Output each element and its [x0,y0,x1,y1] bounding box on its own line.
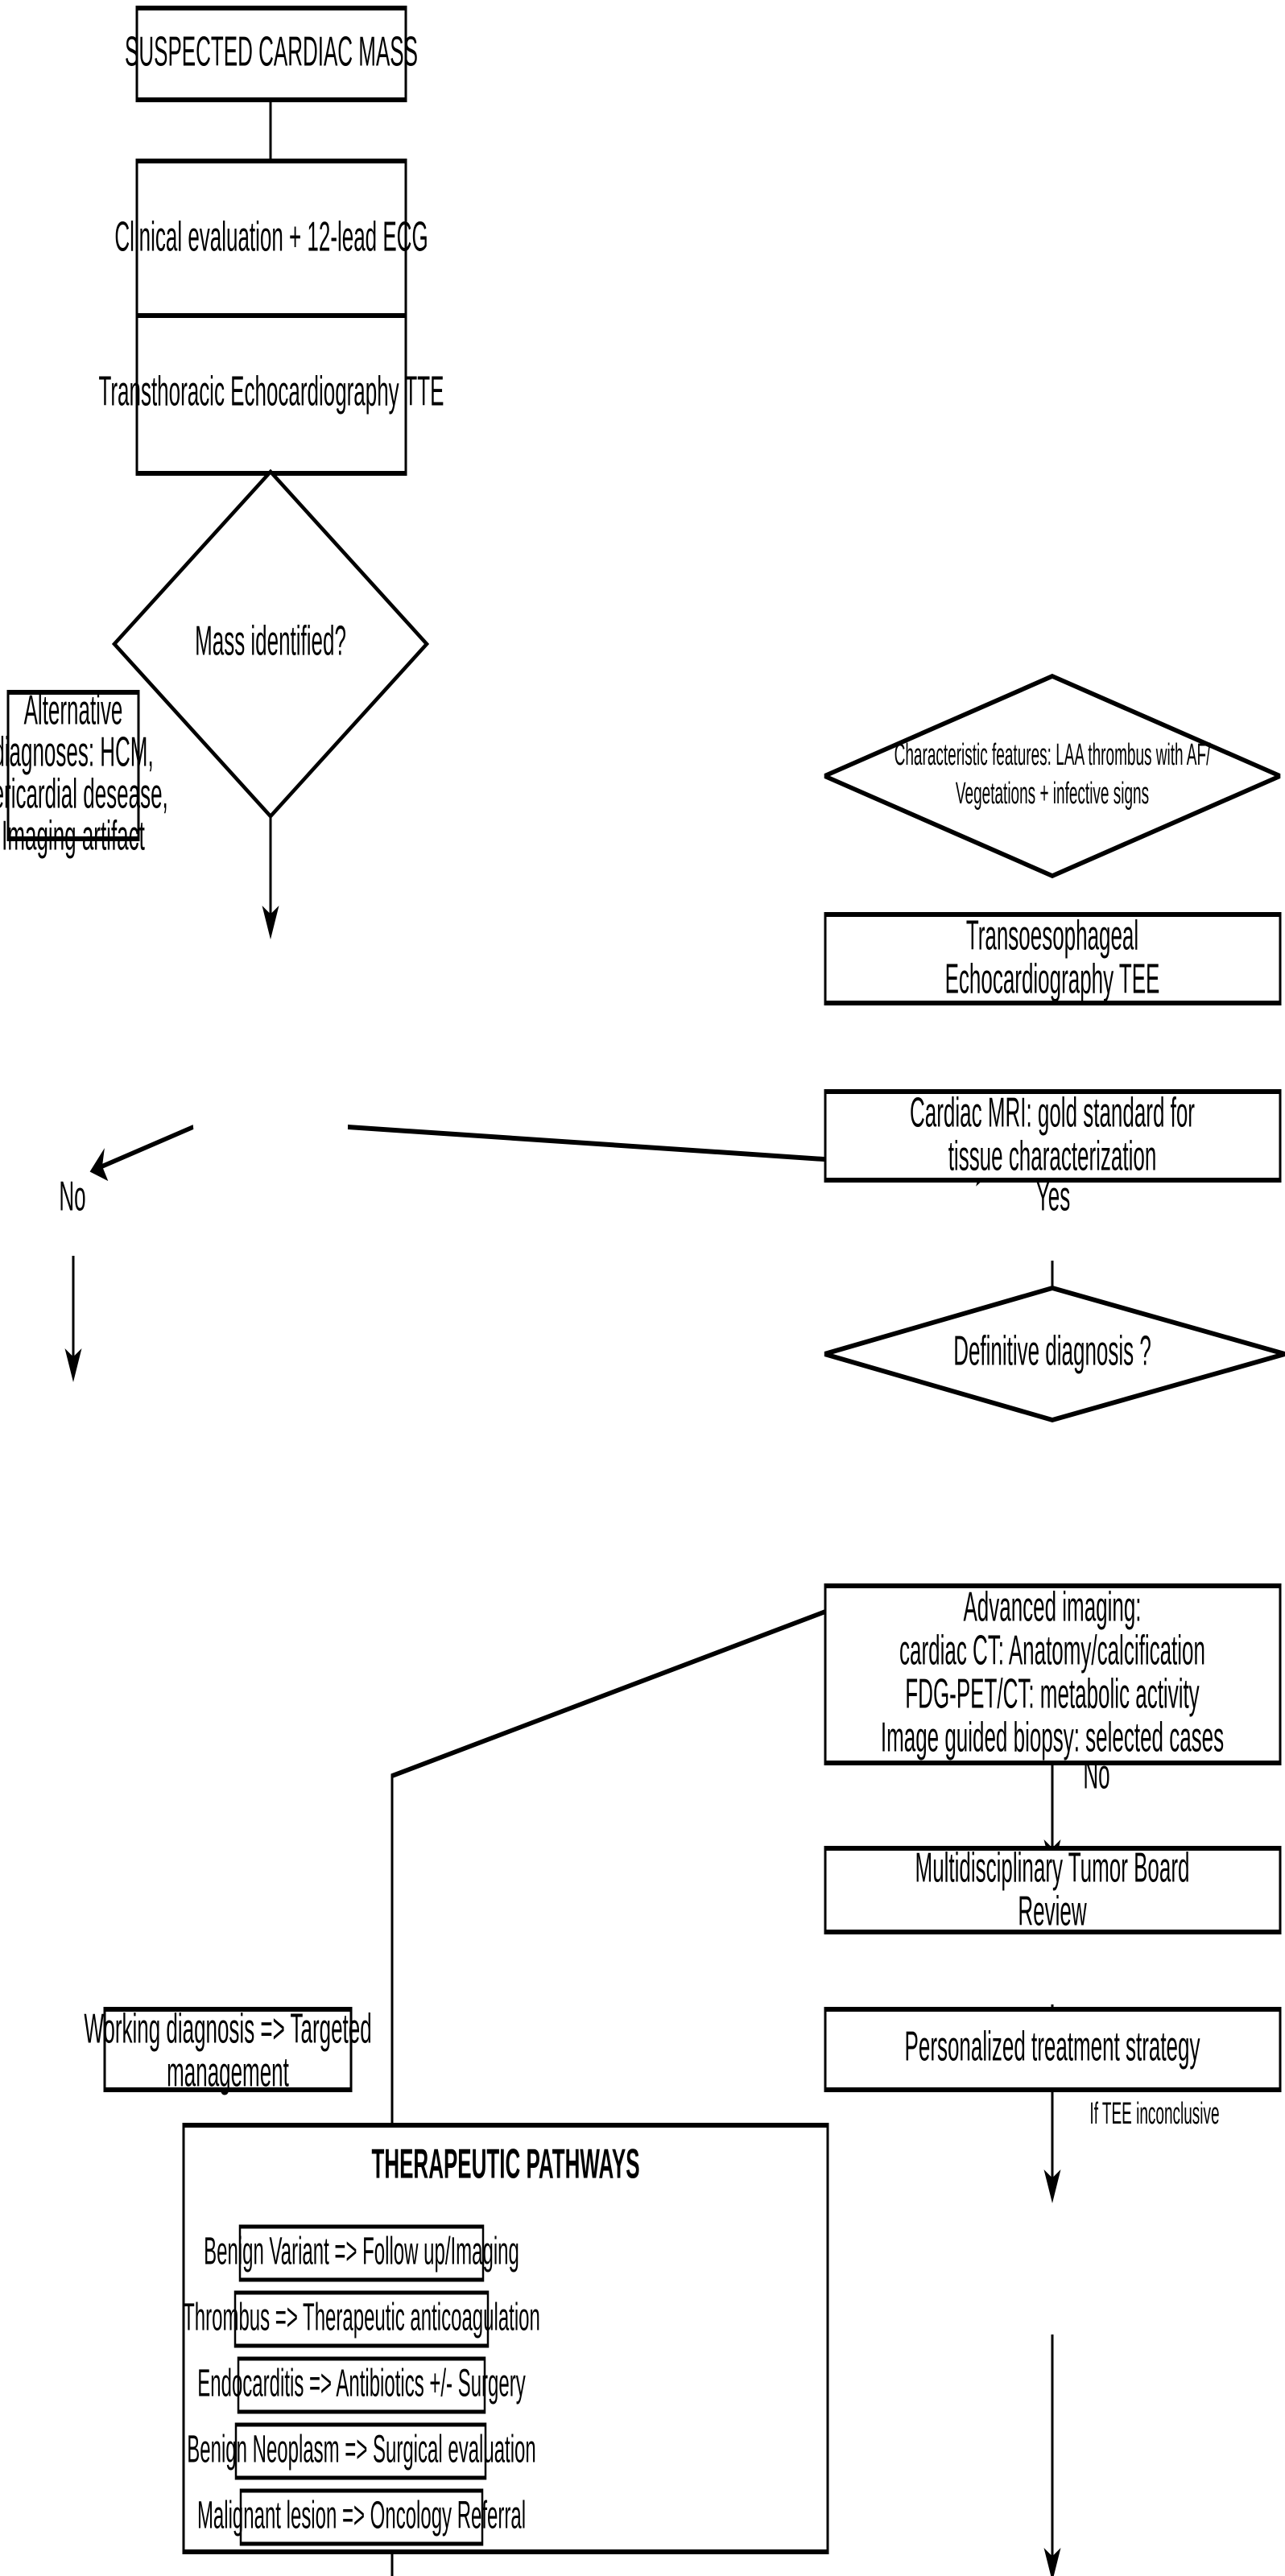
node-label-working-line-2: management [167,2049,289,2095]
node-mass-identified-decision[interactable]: Mass identified? [111,469,430,819]
node-working-diagnosis[interactable]: Working diagnosis => Targeted management [84,2005,371,2095]
node-label-working-line-1: Working diagnosis => Targeted [84,2005,371,2052]
node-label-advanced-line-1: Advanced imaging: [963,1583,1141,1630]
node-label-characteristic-line-2: Vegetations + infective signs [956,777,1149,811]
node-label-advanced-line-2: cardiac CT: Anatomy/calcification [899,1627,1205,1674]
therapeutic-item-label-3: Benign Neoplasm => Surgical evaluation [187,2429,535,2471]
node-advanced-imaging[interactable]: Advanced imaging: cardiac CT: Anatomy/ca… [824,1583,1282,1765]
node-label-characteristic-line-1: Characteristic features: LAA thrombus wi… [895,738,1211,772]
node-label-clinical-eval: Clinical evaluation + 12-lead ECG [114,213,428,260]
therapeutic-item-label-4: Malignant lesion => Oncology Referral [197,2495,526,2537]
node-clinical-evaluation[interactable]: Clinical evaluation + 12-lead ECG [114,159,428,321]
node-transthoracic-echocardiography[interactable]: Transthoracic Echocardiography TTE [98,313,444,476]
node-label-alternative-line-2: diagnoses: HCM, [0,729,154,775]
therapeutic-item-thrombus[interactable]: Thrombus => Therapeutic anticoagulation [183,2290,540,2348]
node-characteristic-features-decision[interactable]: Characteristic features: LAA thrombus wi… [824,673,1281,879]
node-label-advanced-line-4: Image guided biopsy: selected cases [881,1714,1224,1761]
node-label-alternative-line-1: Alternative [24,687,123,733]
therapeutic-item-benign-variant[interactable]: Benign Variant => Follow up/Imaging [204,2224,519,2282]
node-transoesophageal-echocardiography[interactable]: Transoesophageal Echocardiography TEE [824,912,1282,1005]
node-label-tee-line-1: Transoesophageal [966,912,1138,959]
node-label-personalized: Personalized treatment strategy [905,2023,1200,2070]
node-label-tee-line-2: Echocardiography TEE [945,956,1160,1002]
node-label-cmri-line-1: Cardiac MRI: gold standard for [910,1089,1195,1136]
edge-label-mass-no: No [59,1173,85,1220]
node-label-start: SUSPECTED CARDIAC MASS [125,28,418,75]
node-label-mass-identified: Mass identified? [195,617,346,664]
node-label-cmri-line-2: tissue characterization [948,1133,1157,1179]
node-cardiac-mri[interactable]: Cardiac MRI: gold standard for tissue ch… [824,1089,1282,1183]
therapeutic-item-endocarditis[interactable]: Endocarditis => Antibiotics +/- Surgery [197,2356,526,2414]
therapeutic-item-label-2: Endocarditis => Antibiotics +/- Surgery [197,2363,525,2405]
node-therapeutic-pathways[interactable]: THERAPEUTIC PATHWAYS Benign Variant => F… [182,2123,829,2554]
node-definitive-diagnosis-decision[interactable]: Definitive diagnosis ? [824,1285,1285,1423]
node-suspected-cardiac-mass[interactable]: SUSPECTED CARDIAC MASS [125,6,418,102]
node-label-therapeutic-title: THERAPEUTIC PATHWAYS [371,2140,639,2187]
therapeutic-item-malignant-lesion[interactable]: Malignant lesion => Oncology Referral [197,2488,526,2546]
node-label-board-line-2: Review [1018,1888,1086,1934]
node-alternative-diagnoses[interactable]: Alternative diagnoses: HCM, Pericardial … [0,687,168,859]
therapeutic-item-benign-neoplasm[interactable]: Benign Neoplasm => Surgical evaluation [187,2422,536,2480]
edge-label-tee-inconclusive: If TEE inconclusive [1089,2097,1219,2131]
node-tumor-board-review[interactable]: Multidisciplinary Tumor Board Review [824,1844,1282,1934]
node-label-alternative-line-4: Imaging artifact [2,812,145,859]
node-label-advanced-line-3: FDG-PET/CT: metabolic activity [905,1670,1200,1717]
edge-labels-layer: No Yes No If TEE inconclusive No Yes [59,1173,1219,2131]
edge-mass-no [89,1125,194,1182]
node-label-tte: Transthoracic Echocardiography TTE [98,368,444,415]
node-label-definitive: Definitive diagnosis ? [953,1327,1151,1374]
node-personalized-treatment[interactable]: Personalized treatment strategy [824,2007,1282,2092]
node-label-board-line-1: Multidisciplinary Tumor Board [915,1844,1190,1891]
therapeutic-item-label-1: Thrombus => Therapeutic anticoagulation [183,2297,540,2339]
node-label-alternative-line-3: Pericardial desease, [0,770,168,817]
therapeutic-item-label-0: Benign Variant => Follow up/Imaging [204,2231,519,2273]
